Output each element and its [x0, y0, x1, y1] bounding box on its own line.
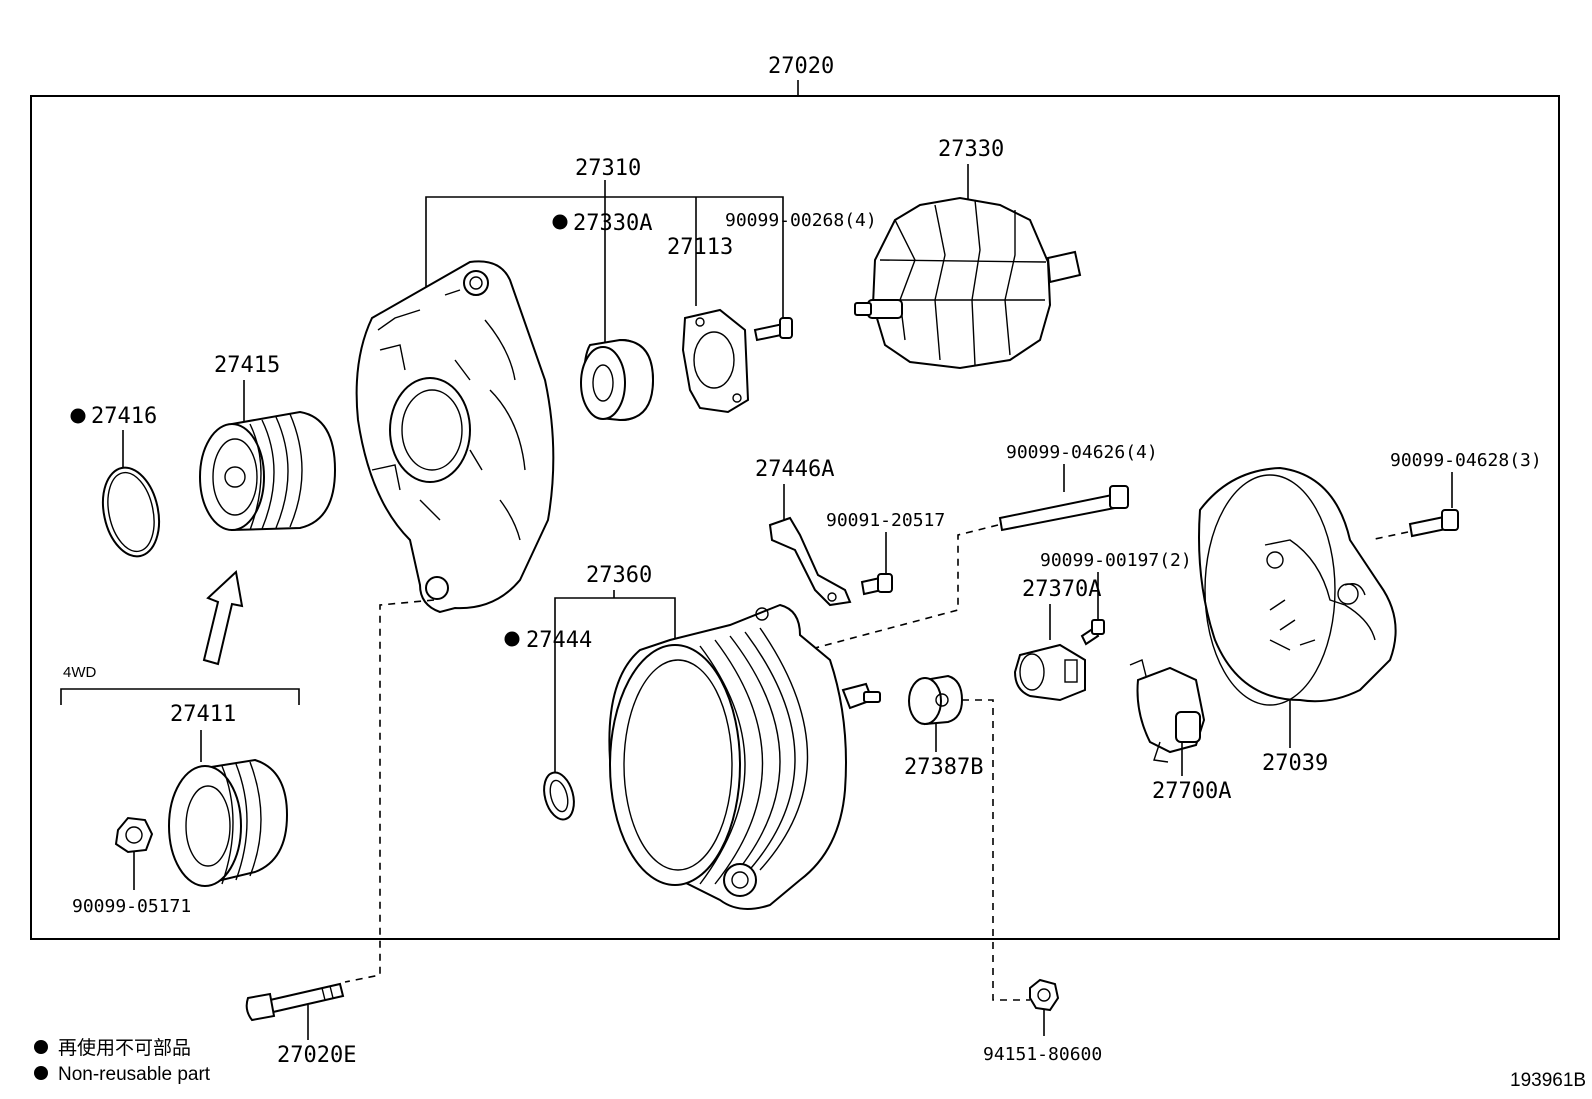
label-27330[interactable]: 27330 — [938, 137, 1004, 162]
label-90099-00268[interactable]: 90099-00268(4) — [725, 210, 877, 231]
dash-housing-bolt — [344, 599, 435, 983]
label-27416[interactable]: 27416 — [91, 404, 157, 429]
4wd-bracket — [60, 688, 300, 705]
bolt-90099-04628 — [1408, 509, 1459, 538]
label-27039[interactable]: 27039 — [1262, 751, 1328, 776]
legend-en: Non-reusable part — [58, 1064, 211, 1085]
label-27411[interactable]: 27411 — [170, 702, 236, 727]
label-4wd[interactable]: 4WD — [63, 664, 97, 681]
rear-frame-27360 — [608, 603, 881, 910]
stator-bracket — [554, 597, 676, 640]
non-reusable-dot-27444 — [504, 631, 520, 647]
label-90099-00197[interactable]: 90099-00197(2) — [1040, 550, 1192, 571]
label-27387B[interactable]: 27387B — [904, 755, 983, 780]
label-27360[interactable]: 27360 — [586, 563, 652, 588]
bolt-90091-20517 — [860, 573, 893, 596]
label-94151-80600[interactable]: 94151-80600 — [983, 1044, 1102, 1065]
regulator-27700A — [1129, 659, 1206, 763]
label-27415[interactable]: 27415 — [214, 353, 280, 378]
label-27020[interactable]: 27020 — [768, 54, 834, 79]
nut-94151-80600 — [1029, 978, 1060, 1012]
label-27370A[interactable]: 27370A — [1022, 577, 1101, 602]
rotor-27330 — [854, 196, 1082, 370]
upgrade-arrow — [202, 570, 244, 666]
ring-27444 — [543, 771, 575, 821]
dash-bolt-cover — [1369, 531, 1409, 541]
label-90099-04628[interactable]: 90099-04628(3) — [1390, 450, 1542, 471]
label-27113[interactable]: 27113 — [667, 235, 733, 260]
dash-bolt-stator — [814, 524, 999, 649]
bearing-27330A — [580, 338, 655, 422]
screw-90099-00268 — [753, 317, 793, 342]
retainer-27113 — [681, 308, 750, 414]
label-90099-04626[interactable]: 90099-04626(4) — [1006, 442, 1158, 463]
screw-90099-00197 — [1080, 619, 1105, 646]
pulley-27411 — [168, 758, 289, 887]
rear-cover-27039 — [1198, 466, 1397, 706]
label-27700A[interactable]: 27700A — [1152, 779, 1231, 804]
label-27444[interactable]: 27444 — [526, 628, 592, 653]
diagram-id: 193961B — [1510, 1070, 1586, 1091]
housing-bracket-group — [425, 180, 784, 345]
nut-90099-05171 — [114, 816, 154, 854]
pulley-27415 — [199, 410, 337, 532]
legend-dot-en — [34, 1066, 48, 1080]
label-27446A[interactable]: 27446A — [755, 457, 834, 482]
bracket-27446A — [768, 516, 852, 607]
cap-27416 — [101, 466, 161, 558]
non-reusable-dot-27416 — [70, 408, 86, 424]
bolt-90099-04626 — [998, 485, 1129, 532]
brush-holder-27370A — [1013, 643, 1086, 702]
insulator-27387B — [908, 674, 964, 726]
dash-insulator-nut — [962, 699, 1030, 1001]
label-27330A[interactable]: 27330A — [573, 211, 652, 236]
label-27310[interactable]: 27310 — [575, 156, 641, 181]
label-90099-05171[interactable]: 90099-05171 — [72, 896, 191, 917]
non-reusable-dot-27330A — [552, 214, 568, 230]
drive-end-housing — [355, 260, 555, 614]
assembly-frame — [30, 95, 1560, 940]
through-bolt-27020E — [245, 982, 345, 1022]
legend-dot-jp — [34, 1040, 48, 1054]
legend-jp: 再使用不可部品 — [58, 1037, 191, 1059]
label-90091-20517[interactable]: 90091-20517 — [826, 510, 945, 531]
label-27020E[interactable]: 27020E — [277, 1043, 356, 1068]
